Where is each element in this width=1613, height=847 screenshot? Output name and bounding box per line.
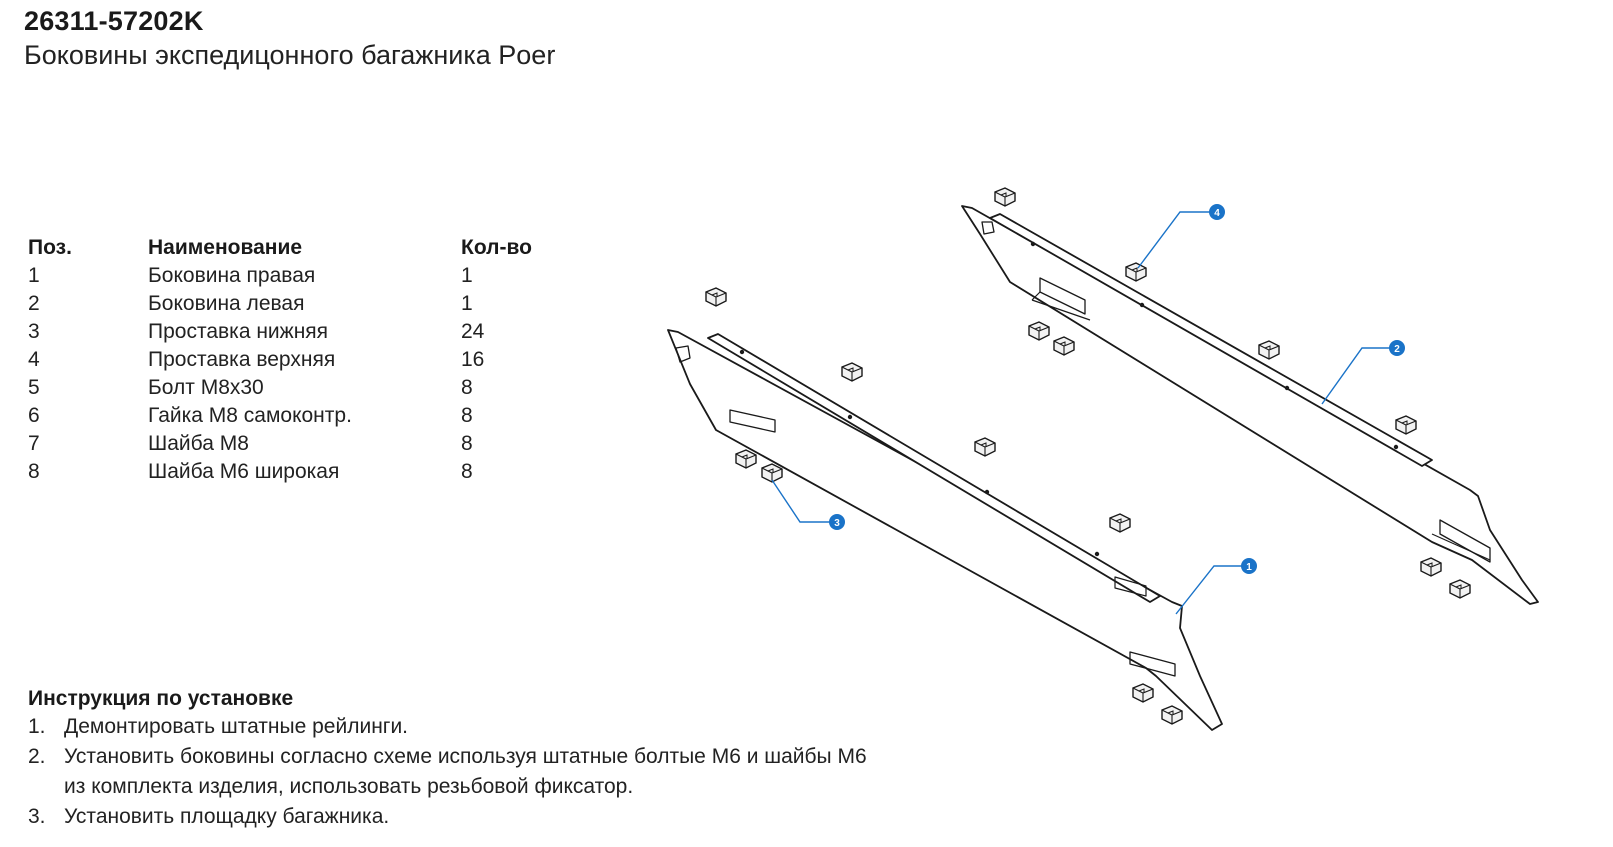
row-qty: 8: [461, 376, 473, 399]
row-pos: 8: [28, 460, 40, 483]
step-text: Установить боковины согласно схеме испол…: [64, 745, 867, 798]
table-row: 2 Боковина левая 1: [28, 292, 571, 320]
row-name: Боковина левая: [148, 292, 305, 315]
row-name: Проставка верхняя: [148, 348, 336, 371]
row-qty: 8: [461, 432, 473, 455]
header-name: Наименование: [148, 236, 303, 259]
table-row: 6 Гайка M8 самоконтр. 8: [28, 404, 571, 432]
step-text: Демонтировать штатные рейлинги.: [64, 715, 409, 738]
table-header-row: Поз. Наименование Кол-во: [28, 236, 571, 264]
step-number: 3.: [28, 805, 46, 828]
callout-2: 2: [1389, 340, 1405, 356]
callout-4: 4: [1209, 204, 1225, 220]
parts-table: Поз. Наименование Кол-во 1 Боковина права…: [28, 236, 571, 488]
table-row: 8 Шайба M6 широкая 8: [28, 460, 571, 488]
row-qty: 1: [461, 292, 473, 315]
row-pos: 4: [28, 348, 40, 371]
row-name: Шайба M6 широкая: [148, 460, 340, 483]
callout-label: 1: [1246, 562, 1252, 573]
step-text: Установить площадку багажника.: [64, 805, 390, 828]
side-panel-left: [961, 205, 1539, 605]
step-number: 1.: [28, 715, 46, 738]
row-pos: 7: [28, 432, 40, 455]
row-name: Боковина правая: [148, 264, 316, 287]
instruction-step: 1. Демонтировать штатные рейлинги.: [28, 712, 884, 742]
row-qty: 1: [461, 264, 473, 287]
callout-label: 2: [1394, 344, 1400, 355]
row-pos: 1: [28, 264, 40, 287]
installation-instructions: Инструкция по установке 1. Демонтировать …: [28, 686, 884, 832]
side-panel-right: [667, 329, 1223, 731]
header-pos: Поз.: [28, 236, 72, 259]
callout-label: 3: [834, 518, 840, 529]
row-qty: 8: [461, 460, 473, 483]
instruction-step: 2. Установить боковины согласно схеме исп…: [28, 742, 884, 802]
table-row: 7 Шайба M8 8: [28, 432, 571, 460]
leader-lines: [771, 211, 1390, 615]
table-row: 4 Проставка верхняя 16: [28, 348, 571, 376]
row-qty: 8: [461, 404, 473, 427]
row-pos: 6: [28, 404, 40, 427]
row-qty: 16: [461, 348, 485, 371]
product-title: Боковины экспедицонного багажника Poer: [24, 40, 556, 70]
header: 26311-57202K Боковины экспедицонного баг…: [24, 4, 555, 72]
part-number: 26311-57202K: [24, 6, 204, 36]
row-pos: 2: [28, 292, 40, 315]
table-row: 3 Проставка нижняя 24: [28, 320, 571, 348]
instructions-list: 1. Демонтировать штатные рейлинги. 2. Уста…: [28, 712, 884, 832]
row-name: Гайка M8 самоконтр.: [148, 404, 352, 427]
row-qty: 24: [461, 320, 485, 343]
table-row: 1 Боковина правая 1: [28, 264, 571, 292]
row-name: Болт M8x30: [148, 376, 264, 399]
instructions-title: Инструкция по установке: [28, 687, 294, 710]
row-pos: 5: [28, 376, 40, 399]
table-row: 5 Болт M8x30 8: [28, 376, 571, 404]
instruction-step: 3. Установить площадку багажника.: [28, 802, 884, 832]
callout-1: 1: [1241, 558, 1257, 574]
row-name: Проставка нижняя: [148, 320, 329, 343]
callout-3: 3: [829, 514, 845, 530]
header-qty: Кол-во: [461, 236, 532, 259]
row-pos: 3: [28, 320, 40, 343]
row-name: Шайба M8: [148, 432, 249, 455]
step-number: 2.: [28, 745, 46, 768]
callout-label: 4: [1214, 208, 1220, 219]
